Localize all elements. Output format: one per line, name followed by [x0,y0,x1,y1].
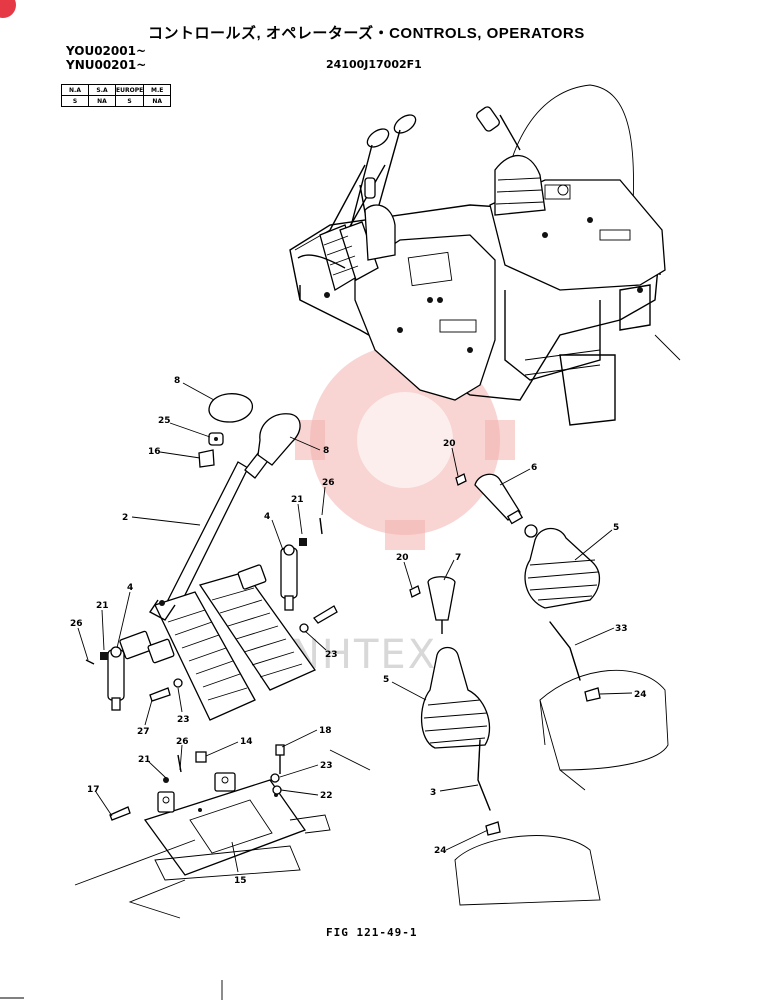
callout-18: 18 [319,726,332,736]
callout-21: 21 [291,495,304,505]
serial-range-1: YOU02001~ [66,44,147,58]
region-value: NA [143,95,172,107]
callout-2: 2 [122,513,128,523]
callout-22: 22 [320,791,333,801]
serial-range-2: YNU00201~ [66,58,147,72]
callout-21: 21 [96,601,109,611]
callout-8: 8 [174,376,180,386]
callout-16: 16 [148,447,161,457]
callout-8: 8 [323,446,329,456]
callout-25: 25 [158,416,171,426]
region-availability-table: N.A S.A EUROPE M.E S NA S NA [61,84,172,107]
figure-label: FIG 121-49-1 [326,926,418,939]
callout-4: 4 [127,583,133,593]
callout-26: 26 [70,619,83,629]
leader-lines [77,382,633,873]
callout-27: 27 [137,727,150,737]
callout-17: 17 [87,785,100,795]
callout-5: 5 [383,675,389,685]
control-lever-parts [409,473,669,906]
callout-33: 33 [615,624,628,634]
callout-24: 24 [434,846,447,856]
callout-20: 20 [396,553,409,563]
travel-pedal-assembly [85,393,338,721]
callout-3: 3 [430,788,436,798]
callout-labels: 8 25 16 8 2 21 26 4 4 21 26 23 27 23 20 … [70,376,647,886]
callout-14: 14 [240,737,253,747]
corner-badge [0,0,16,18]
callout-7: 7 [455,553,461,563]
callout-24: 24 [634,690,647,700]
callout-26: 26 [176,737,189,747]
callout-26: 26 [322,478,335,488]
part-code: 24100J17002F1 [326,58,422,71]
callout-15: 15 [234,876,247,886]
region-value: S [114,95,145,107]
page-title: コントロールズ, オペレーターズ・CONTROLS, OPERATORS [148,25,585,42]
callout-4: 4 [264,512,270,522]
callout-5: 5 [613,523,619,533]
region-value: NA [88,95,116,107]
bracket-plate-assembly [74,744,371,919]
callout-23: 23 [325,650,338,660]
callout-6: 6 [531,463,537,473]
region-value: S [61,95,89,107]
callout-23: 23 [177,715,190,725]
callout-20: 20 [443,439,456,449]
callout-21: 21 [138,755,151,765]
console-assembly [289,84,681,426]
callout-23: 23 [320,761,333,771]
